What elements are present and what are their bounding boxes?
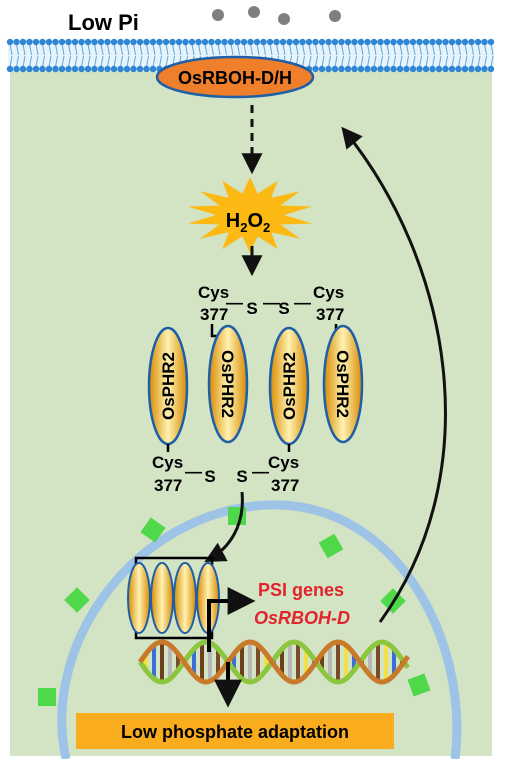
result-label: Low phosphate adaptation [121,722,349,742]
osphr2-protein: OsPHR2 [268,326,310,446]
cys-label: Cys [268,453,299,472]
osrboh-enzyme: OsRBOH-D/H [155,55,315,99]
osrboh-d-label: OsRBOH-D [254,608,350,628]
bond-dash: — [294,293,311,312]
osphr2-label: OsPHR2 [218,350,237,418]
pi-dot [278,13,290,25]
cys-label: Cys [198,283,229,302]
sulfur-label: S [236,467,247,486]
osrboh-label: OsRBOH-D/H [178,68,292,88]
nuclear-pore [318,533,344,559]
cys-label: Cys [313,283,344,302]
bond-dash: — [252,462,269,481]
bond-dash: — [185,462,202,481]
osphr2-protein: OsPHR2 [207,324,249,444]
nuclear-envelope [57,500,462,760]
nucleus [38,500,462,760]
cys-label: Cys [152,453,183,472]
bond-dash: — [263,293,280,312]
sulfur-label: S [204,467,215,486]
sulfur-label: S [278,299,289,318]
transcription-arrow [207,587,256,652]
nuclear-pore [140,517,166,543]
osphr2-label: OsPHR2 [333,350,352,418]
osphr2-protein: OsPHR2 [147,326,189,446]
pi-dot [329,10,341,22]
cys-number: 377 [316,305,344,324]
sulfur-label: S [246,299,257,318]
nuclear-osphr2 [127,562,151,634]
nuclear-osphr2 [150,562,174,634]
osphr2-tetramer: OsPHR2 OsPHR2 OsPHR2 OsPHR2 [147,324,364,446]
feedback-arrow [341,126,447,623]
nuclear-pores [38,507,431,706]
nuclear-pore [64,587,90,613]
psi-genes-label: PSI genes [258,580,344,600]
cys-number: 377 [200,305,228,324]
osphr2-label: OsPHR2 [280,352,299,420]
arrow-into-nucleus [204,491,244,563]
extracellular-pi-dots [212,6,341,25]
h2o2-starburst: H2O2 [187,177,313,253]
nuclear-pore [407,673,431,697]
osphr2-protein: OsPHR2 [322,324,364,444]
top-disulfide-bridge: Cys 377 S S Cys 377 — — — [198,283,344,338]
nuclear-osphr2-tetramer [127,556,220,640]
cys-number: 377 [271,476,299,495]
dna-helix [137,639,411,685]
osphr2-label: OsPHR2 [159,352,178,420]
nuclear-pore [38,688,56,706]
h2o2-label: H2O2 [226,210,270,235]
pi-dot [212,9,224,21]
bottom-disulfide-bridge: Cys 377 S S Cys 377 — — [152,444,299,495]
cys-number: 377 [154,476,182,495]
pi-dot [248,6,260,18]
title-label: Low Pi [68,10,139,35]
bond-dash: — [226,293,243,312]
result-bar: Low phosphate adaptation [76,713,394,749]
nuclear-osphr2 [173,562,197,634]
